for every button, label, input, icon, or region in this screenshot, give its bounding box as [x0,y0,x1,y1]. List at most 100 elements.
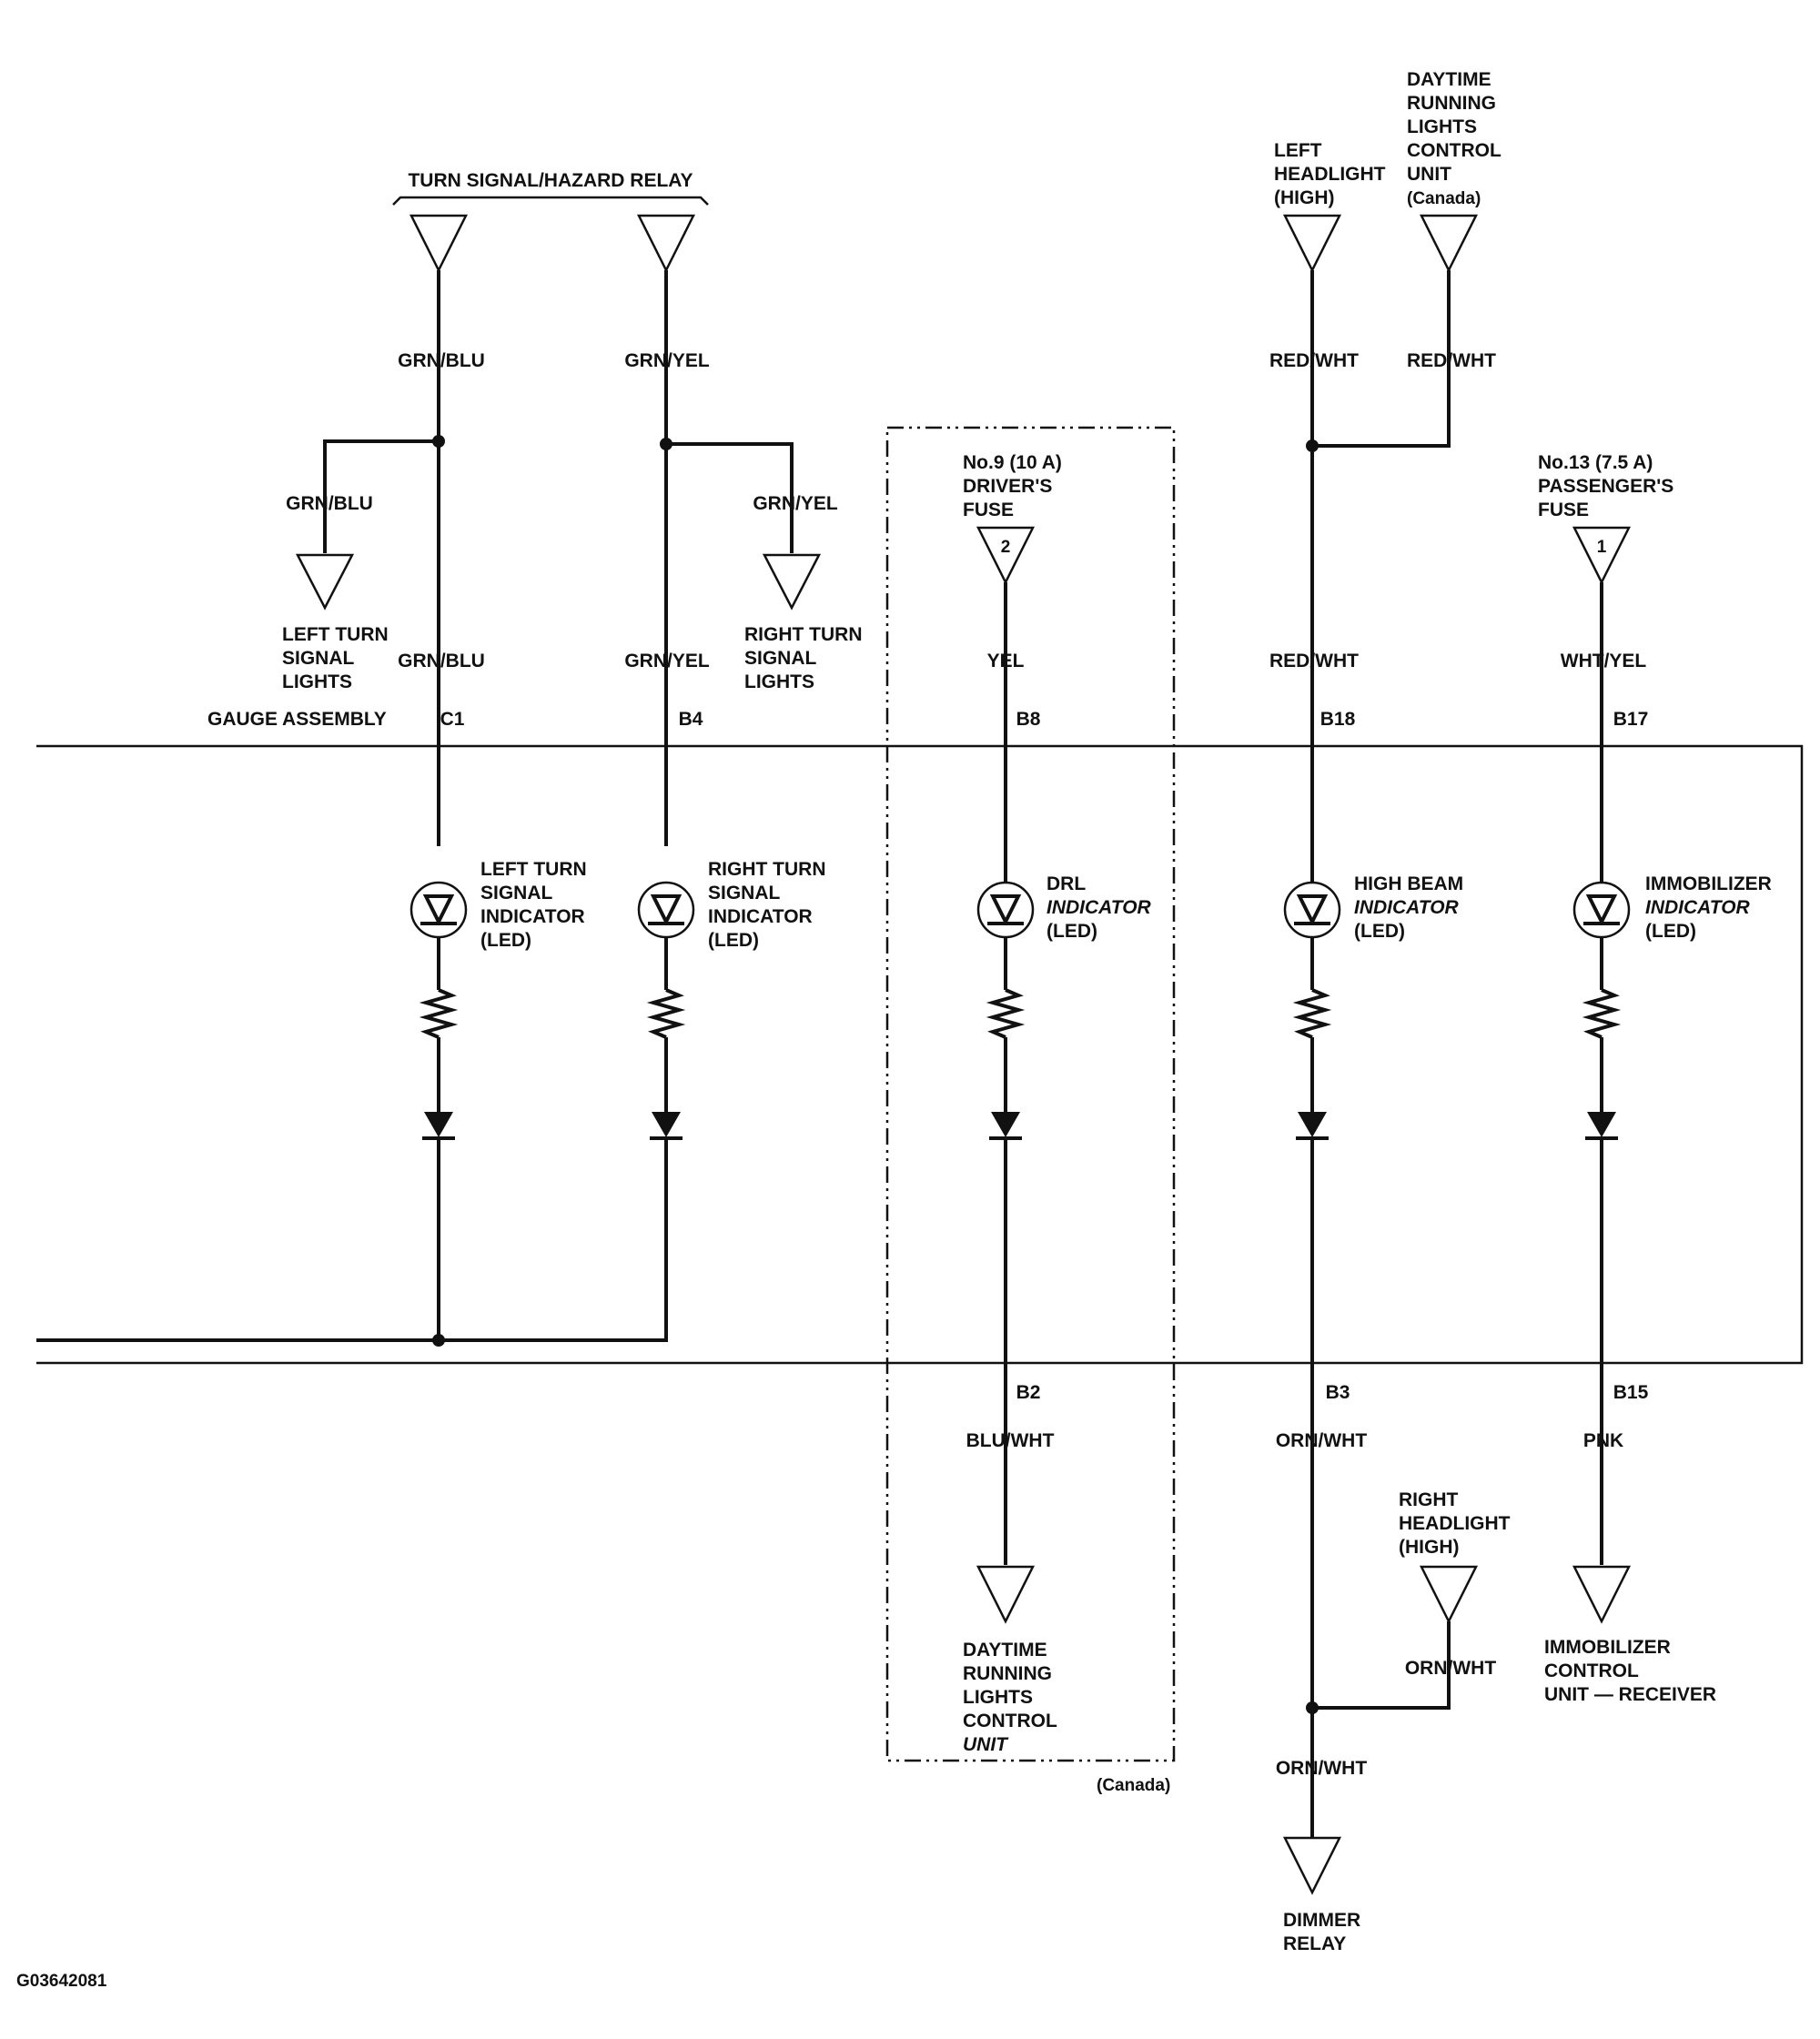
wire-label: BLU/WHT [966,1430,1055,1451]
relay-terminal-left-triangle [409,214,469,273]
destination-label: LIGHTS [1407,116,1477,137]
destination-label: (HIGH) [1274,187,1335,208]
destination-label: RELAY [1283,1933,1346,1954]
immobilizer-led-icon [1572,881,1631,939]
connector-pin: B2 [1016,1382,1041,1403]
right-turn-led-icon [637,881,695,939]
high-beam-resistor [1292,988,1332,1039]
drl-unit-triangle [976,1565,1036,1624]
indicator-label: INDICATOR [1046,897,1152,918]
wire-label: GRN/BLU [398,651,485,671]
left-turn-diode [424,1112,453,1137]
left-turn-lights-triangle [295,553,355,611]
destination-label: CONTROL [1407,140,1502,161]
destination-label: LEFT TURN [282,624,389,645]
right-turn-resistor [646,988,686,1039]
destination-label: RUNNING [1407,93,1496,114]
canada-option-box [885,426,1176,1762]
connector-pin: B3 [1326,1382,1350,1403]
canada-note: (Canada) [1097,1776,1170,1795]
wire-label: YEL [987,651,1025,671]
destination-label: CONTROL [1544,1660,1639,1681]
left-turn-led-icon [410,881,468,939]
indicator-label: (LED) [480,930,531,951]
relay-bracket [392,196,709,206]
wire-label: RED/WHT [1407,350,1496,371]
drl-unit-high-triangle [1419,214,1479,273]
destination-label: DAYTIME [1407,69,1491,90]
left-headlight-triangle [1282,214,1342,273]
dimmer-relay-triangle [1282,1836,1342,1895]
destination-label: UNIT [963,1734,1009,1755]
immobilizer-diode [1587,1112,1616,1137]
indicator-label: INDICATOR [1645,897,1751,918]
wire-label: RED/WHT [1269,350,1359,371]
right-turn-diode [652,1112,681,1137]
gauge-assembly-label: GAUGE ASSEMBLY [207,709,387,730]
right-turn-lights-triangle [762,553,822,611]
indicator-label: LEFT TURN [480,859,587,880]
wire-label: ORN/WHT [1405,1658,1496,1679]
figure-id: G03642081 [16,1972,107,1991]
destination-label: RIGHT TURN [744,624,863,645]
relay-title: TURN SIGNAL/HAZARD RELAY [408,170,693,191]
destination-label: HEADLIGHT [1399,1513,1511,1534]
fuse-label: FUSE [1538,500,1589,520]
wire-label: ORN/WHT [1276,1430,1367,1451]
indicator-label: RIGHT TURN [708,859,826,880]
fuse-label: No.13 (7.5 A) [1538,452,1653,473]
fuse-label: PASSENGER'S [1538,476,1673,497]
indicator-label: DRL [1046,873,1086,894]
connector-pin: B4 [679,709,703,730]
indicator-label: HIGH BEAM [1354,873,1463,894]
fuse-label: No.9 (10 A) [963,452,1062,473]
destination-label: SIGNAL [282,648,355,669]
destination-label: UNIT [1407,164,1451,185]
gauge-assembly-box [36,744,1804,1365]
destination-label: CONTROL [963,1711,1057,1731]
indicator-label: SIGNAL [708,883,781,903]
wire-label: RED/WHT [1269,651,1359,671]
connector-pin: B8 [1016,709,1041,730]
drl-resistor [986,988,1026,1039]
wire-label: GRN/BLU [398,350,485,371]
diagram-labels: TURN SIGNAL/HAZARD RELAY GAUGE ASSEMBLY … [16,69,1772,1991]
fuse-label: DRIVER'S [963,476,1052,497]
drl-fuse-triangle [976,526,1036,585]
destination-label: LEFT [1274,140,1322,161]
indicator-label: INDICATOR [1354,897,1460,918]
destination-label: HEADLIGHT [1274,164,1386,185]
destination-label: SIGNAL [744,648,817,669]
wire-label: GRN/YEL [753,493,838,514]
indicator-label: IMMOBILIZER [1645,873,1772,894]
destination-label: LIGHTS [282,671,352,692]
indicator-label: (LED) [1645,921,1696,942]
high-beam-led-icon [1283,881,1341,939]
relay-terminal-right-triangle [636,214,696,273]
left-turn-resistor [419,988,459,1039]
destination-label: RIGHT [1399,1489,1459,1510]
destination-label: DIMMER [1283,1910,1360,1931]
drl-diode [991,1112,1020,1137]
indicator-label: (LED) [1046,921,1097,942]
destination-label: LIGHTS [744,671,814,692]
right-headlight-triangle [1419,1565,1479,1624]
wire-label: ORN/WHT [1276,1758,1367,1779]
wire-label: WHT/YEL [1561,651,1647,671]
destination-label: (Canada) [1407,189,1481,208]
fuse-number: 1 [1597,538,1607,557]
destination-label: IMMOBILIZER [1544,1637,1671,1658]
immobilizer-fuse-triangle [1572,526,1632,585]
indicator-label: SIGNAL [480,883,553,903]
indicator-label: INDICATOR [708,906,813,927]
immobilizer-resistor [1582,988,1622,1039]
connector-pin: C1 [440,709,465,730]
wire-label: GRN/BLU [286,493,373,514]
connector-pin: B18 [1320,709,1356,730]
destination-label: RUNNING [963,1663,1052,1684]
fuse-label: FUSE [963,500,1014,520]
drl-led-icon [976,881,1035,939]
wire-label: GRN/YEL [624,651,710,671]
indicator-label: (LED) [708,930,759,951]
